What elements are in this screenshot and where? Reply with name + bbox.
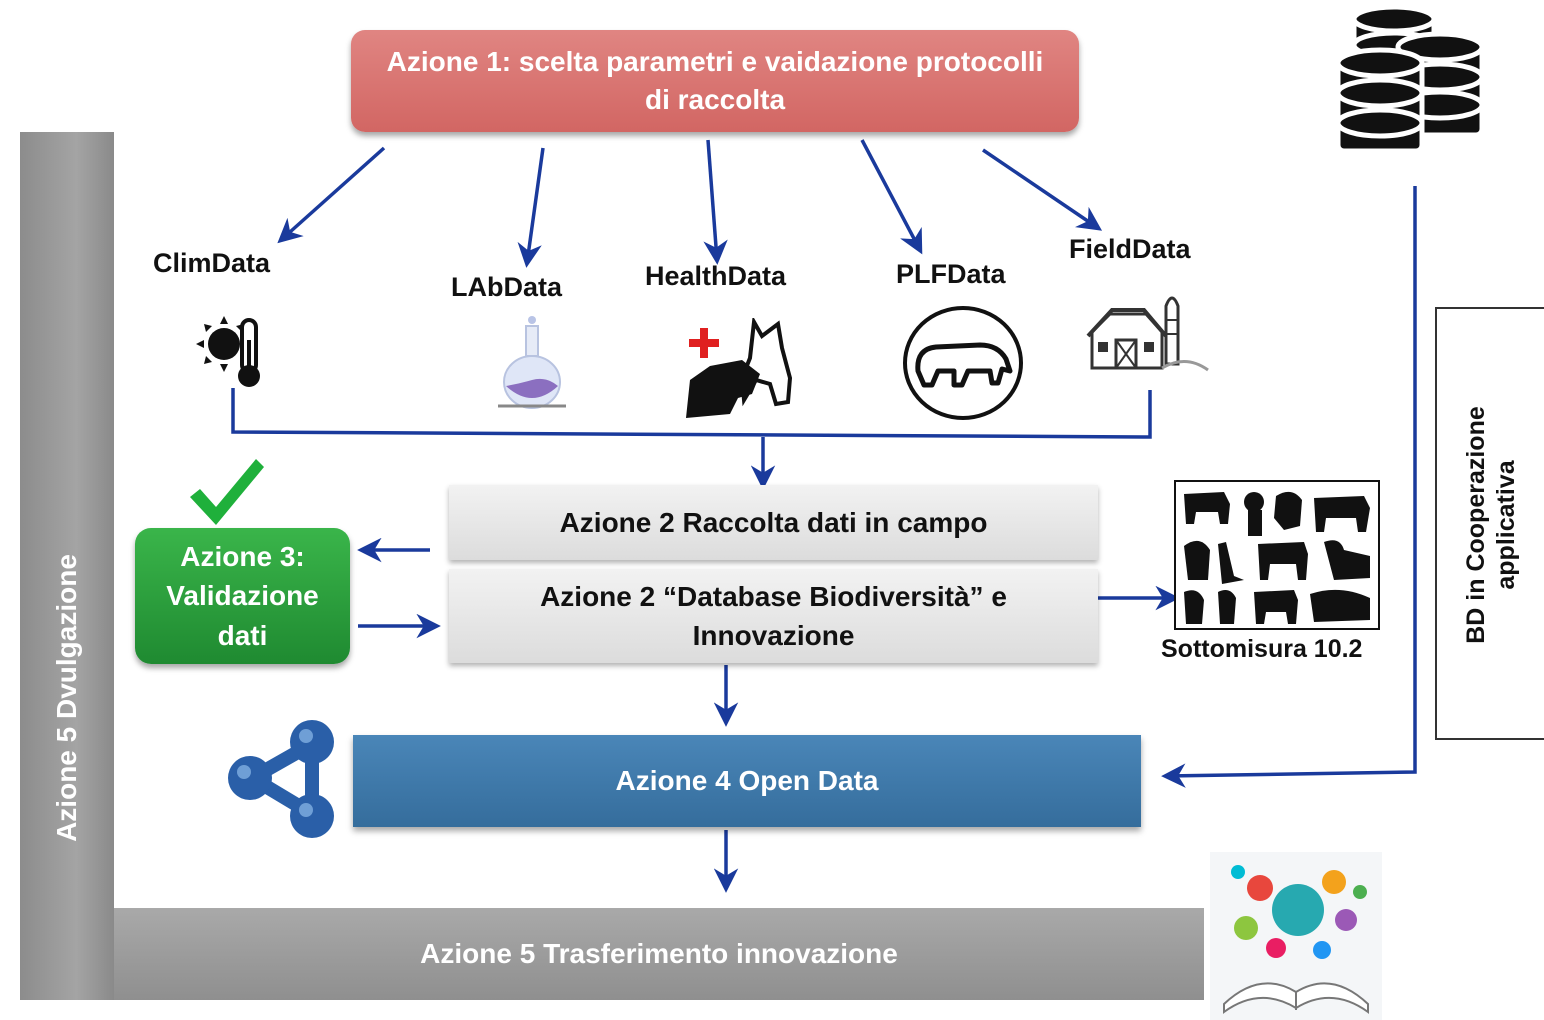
transfer-label: Azione 5 Trasferimento innovazione: [420, 938, 898, 969]
action1-label: Azione 1: scelta parametri e vaidazione …: [386, 46, 1044, 115]
action2-collection-label: Azione 2 Raccolta dati in campo: [559, 506, 988, 538]
animal-silhouettes-icon: [1174, 480, 1380, 630]
source-label-fielddata: FieldData: [1069, 234, 1191, 264]
arrow-to-fielddata: [982, 148, 1103, 231]
arrow-to-climdata: [277, 146, 386, 244]
arrow-to-plfdata: [860, 139, 923, 255]
sun-thermometer-icon: [196, 316, 260, 387]
arrow-to-healthdata: [703, 139, 728, 265]
action2-database-label: Azione 2 “Database Biodiversità” e Innov…: [540, 580, 1007, 651]
cooperation-panel: BD in Cooperazione applicativa: [1435, 307, 1544, 740]
action2-collection-box: Azione 2 Raccolta dati in campo: [449, 485, 1098, 560]
sottomisura-label: Sottomisura 10.2: [1161, 635, 1363, 663]
source-collector: [231, 388, 1152, 439]
transfer-bar: Azione 5 Trasferimento innovazione: [114, 908, 1204, 1000]
arrow-db-to-opendata: [1161, 186, 1417, 788]
source-label-healthdata: HealthData: [645, 261, 787, 291]
action4-box: Azione 4 Open Data: [353, 735, 1141, 827]
action2-database-box: Azione 2 “Database Biodiversità” e Innov…: [449, 569, 1098, 663]
innovation-book-icon: [1210, 852, 1382, 1020]
cow-circle-icon: [903, 306, 1023, 420]
checkmark-icon: [190, 459, 264, 525]
dissemination-bar: Azione 5 Dvulgazione: [20, 132, 114, 1000]
action1-box: Azione 1: scelta parametri e vaidazione …: [351, 30, 1079, 132]
action3-box: Azione 3: Validazione dati: [135, 528, 350, 664]
share-network-icon: [228, 720, 334, 838]
action3-label: Azione 3: Validazione dati: [166, 541, 319, 651]
animal-health-icon: [686, 318, 793, 418]
farm-barn-icon: [1086, 296, 1209, 372]
database-icon: [1336, 5, 1485, 154]
action4-label: Azione 4 Open Data: [615, 765, 879, 796]
source-label-plfdata: PLFData: [896, 259, 1006, 289]
source-label-climdata: ClimData: [153, 248, 271, 278]
flask-icon: [498, 316, 566, 409]
source-label-labdata: LAbData: [451, 272, 563, 302]
arrow-to-labdata: [517, 147, 545, 268]
